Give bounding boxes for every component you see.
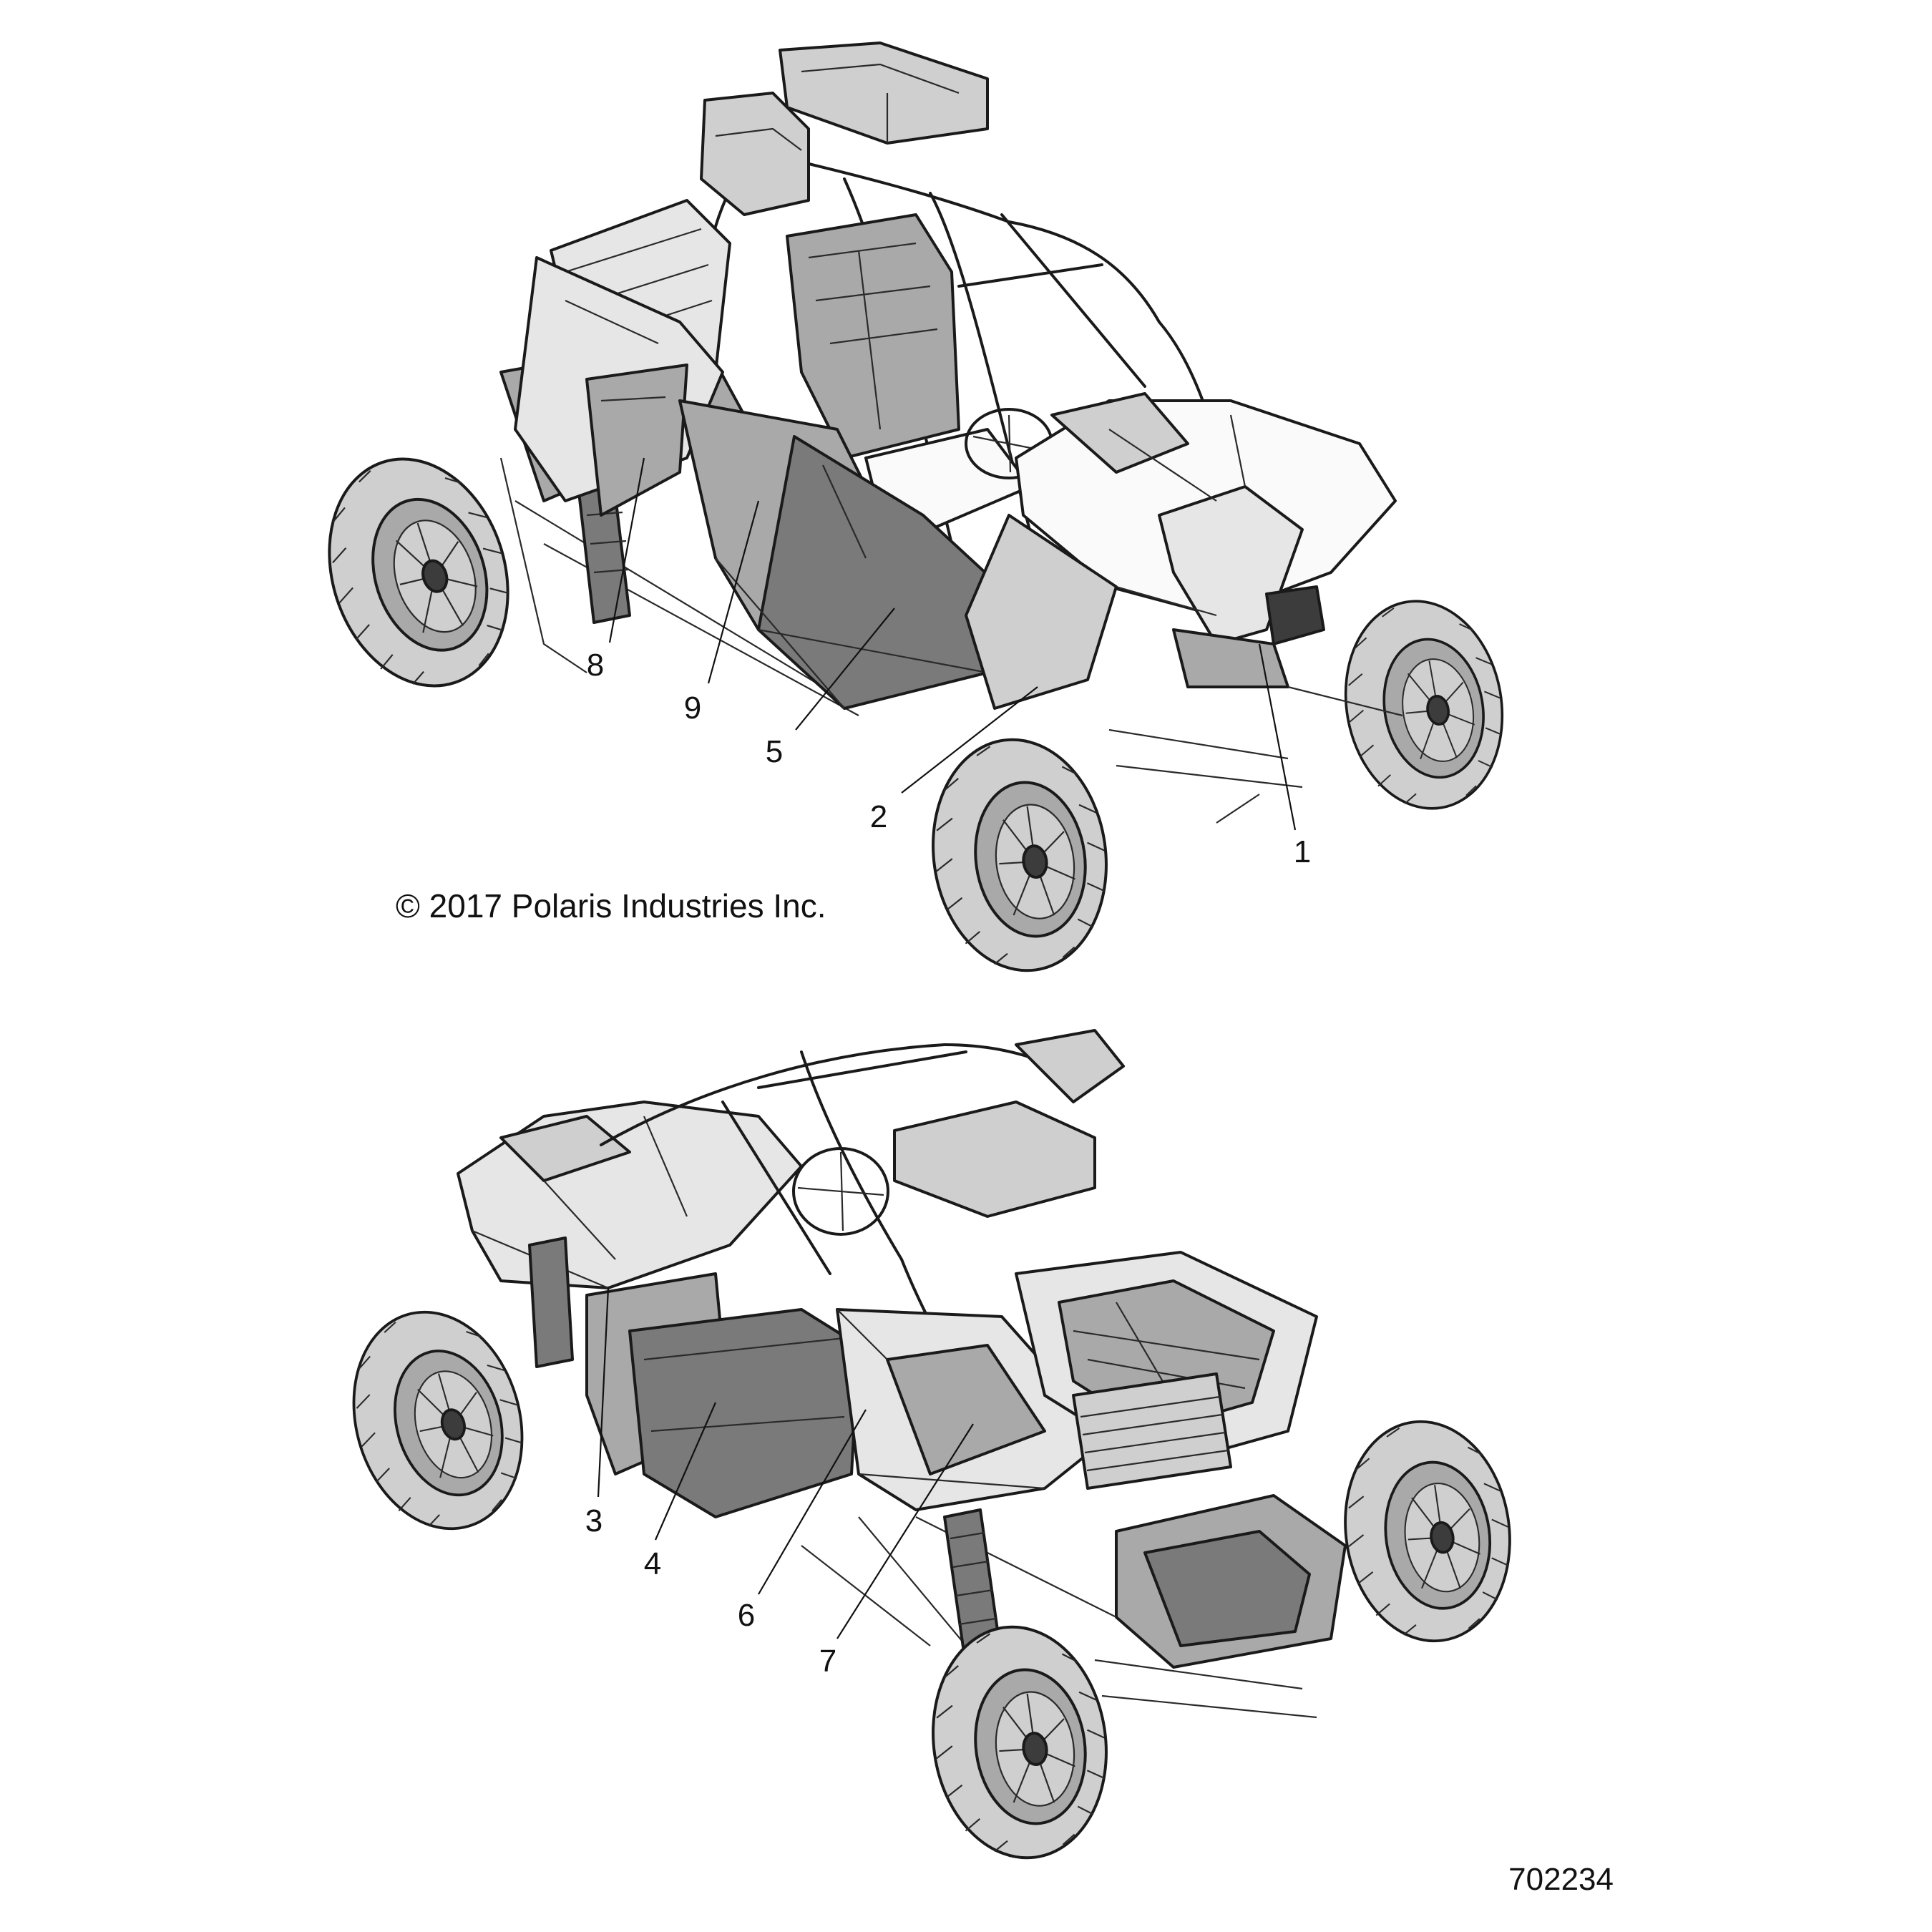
bottom-front-wheel xyxy=(917,1614,1123,1871)
callout-4: 4 xyxy=(644,1546,661,1581)
callouts: 8 9 5 2 1 3 4 6 7 xyxy=(585,648,1311,1679)
leader-lines xyxy=(597,457,1297,1639)
callout-6: 6 xyxy=(738,1598,755,1633)
top-vehicle-view xyxy=(299,42,1520,984)
callout-5: 5 xyxy=(766,734,783,769)
copyright-notice: © 2017 Polaris Industries Inc. xyxy=(396,887,826,924)
rear-left-wheel xyxy=(299,434,538,711)
callout-7: 7 xyxy=(819,1644,836,1679)
callout-8: 8 xyxy=(587,648,604,683)
bottom-vehicle-view xyxy=(328,1029,1526,1871)
callout-9: 9 xyxy=(684,691,701,726)
bottom-left-wheel xyxy=(328,1290,548,1551)
drawing-number: 702234 xyxy=(1508,1862,1614,1897)
front-left-wheel xyxy=(917,726,1123,984)
bottom-right-wheel xyxy=(1330,1409,1526,1654)
callout-3: 3 xyxy=(585,1503,602,1538)
callout-2: 2 xyxy=(870,799,887,834)
callout-1: 1 xyxy=(1294,834,1311,869)
